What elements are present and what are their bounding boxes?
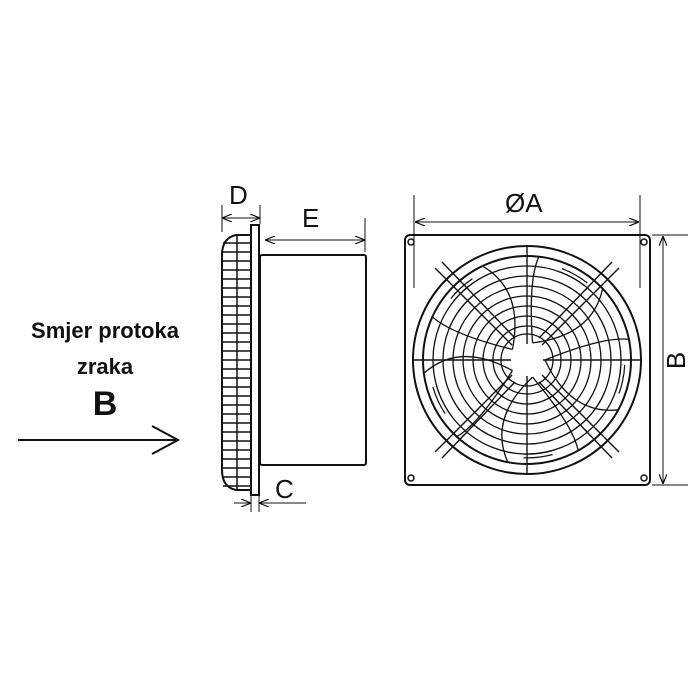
front-mounting-plate [404,234,651,486]
dimension-a-label: ØA [505,188,543,218]
fan-blade [530,256,604,344]
blade-slot-inner [433,386,448,414]
side-mounting-plate [250,224,260,496]
dimension-d-label: D [229,180,248,210]
blade-slot-inner [523,451,553,458]
side-view [221,205,367,512]
dimension-e-label: E [302,203,320,233]
fan-blade [501,376,579,463]
fan-blade [544,338,630,411]
side-grille [221,234,250,491]
side-motor-housing [259,254,367,466]
blade-slot-inner [451,279,475,301]
flow-label-side: B [92,385,118,423]
dimension-c-label: C [275,474,294,504]
blade-slot-inner [560,269,587,286]
front-view [404,195,688,486]
fan-hub [511,344,543,376]
airflow-arrow [18,425,181,455]
fan-blades [423,256,630,463]
flow-label-line1: Smjer protoka [31,318,179,343]
blade-slot-inner [616,364,625,394]
dimension-b-label: B [661,351,692,370]
guard-struts [414,245,640,475]
flow-label-line2: zraka [76,354,134,379]
